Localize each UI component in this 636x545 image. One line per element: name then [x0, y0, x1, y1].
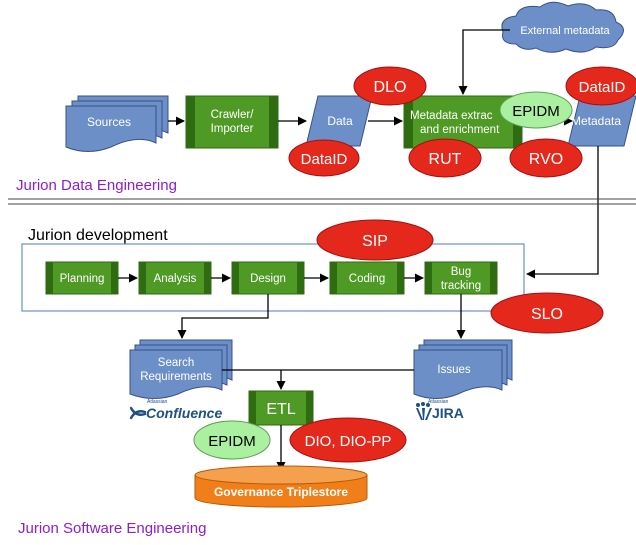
development-arrows [118, 273, 466, 339]
epidm-bottom-label: EPIDM [208, 433, 256, 450]
dio-ellipse: DIO, DIO-PP [289, 417, 407, 463]
confluence-vendor: Atlassian [147, 399, 168, 405]
crawler-label-line2: Importer [211, 123, 254, 135]
bug-tracking-line2: tracking [441, 280, 481, 292]
jira-logo: Atlassian JIRA [416, 399, 464, 421]
development-frame [21, 243, 525, 312]
data-engineering-title: Jurion Data Engineering [16, 177, 177, 194]
section-separator [8, 198, 636, 205]
rvo-ellipse: RVO [509, 138, 583, 178]
dataid-data-ellipse: DataID [288, 139, 360, 177]
sources-docs: Sources [65, 95, 169, 152]
data-label: Data [327, 114, 353, 128]
coding-label: Coding [349, 273, 385, 285]
jira-icon [416, 402, 432, 420]
crawler-importer-box: Crawler/ Importer [185, 95, 279, 149]
governance-triplestore-cylinder: Governance Triplestore [194, 465, 368, 508]
search-requirements-docs: Search Requirements [129, 339, 233, 399]
epidm-top-label: EPIDM [512, 103, 560, 120]
analysis-box: Analysis [138, 261, 212, 295]
design-box: Design [231, 261, 305, 295]
data-parallelogram: Data [305, 95, 373, 147]
dlo-ellipse: DLO [353, 66, 427, 106]
bug-tracking-box: Bug tracking [424, 261, 498, 295]
search-requirements-line2: Requirements [140, 371, 212, 383]
crawler-label-line1: Crawler/ [211, 109, 255, 121]
external-metadata-label: External metadata [520, 25, 610, 37]
planning-box: Planning [45, 261, 119, 295]
dio-label: DIO, DIO-PP [305, 433, 392, 450]
etl-label: ETL [266, 401, 295, 418]
slo-label: SLO [531, 306, 563, 323]
confluence-icon [129, 406, 147, 420]
bottom-arrows [222, 369, 414, 471]
confluence-logo: Atlassian Confluence [129, 399, 222, 421]
confluence-name: Confluence [146, 405, 222, 421]
coding-box: Coding [329, 261, 405, 295]
slo-ellipse: SLO [490, 292, 604, 334]
design-label: Design [250, 273, 286, 285]
rut-ellipse: RUT [408, 138, 482, 178]
development-title: Jurion development [28, 227, 168, 244]
dataid-metadata-ellipse: DataID [565, 66, 636, 106]
top-arrows [168, 29, 599, 279]
sip-ellipse: SIP [316, 219, 434, 261]
bug-tracking-line1: Bug [451, 266, 471, 278]
planning-label: Planning [60, 273, 105, 285]
sip-label: SIP [362, 233, 388, 250]
metadata-label: Metadata [571, 114, 621, 128]
jira-vendor: Atlassian [428, 399, 449, 405]
dlo-label: DLO [374, 79, 407, 96]
rvo-label: RVO [529, 151, 563, 168]
jira-name: JIRA [432, 405, 464, 421]
governance-triplestore-label: Governance Triplestore [214, 485, 348, 499]
epidm-top-ellipse: EPIDM [499, 91, 573, 129]
external-metadata-cloud: External metadata [501, 1, 624, 53]
search-requirements-line1: Search [158, 357, 194, 369]
rut-label: RUT [429, 151, 462, 168]
dataid-metadata-label: DataID [579, 79, 626, 96]
metadata-extraction-box: Metadata extrac and enrichment [403, 95, 523, 149]
etl-box: ETL [248, 390, 314, 426]
epidm-bottom-ellipse: EPIDM [193, 420, 271, 460]
metadata-extraction-line1: Metadata extrac [410, 110, 493, 122]
metadata-extraction-line2: and enrichment [420, 124, 500, 136]
sources-label: Sources [87, 115, 131, 129]
issues-label: Issues [437, 364, 470, 376]
analysis-label: Analysis [154, 273, 197, 285]
software-engineering-title: Jurion Software Engineering [18, 520, 206, 537]
issues-docs: Issues [413, 339, 513, 399]
dataid-data-label: DataID [301, 151, 348, 168]
